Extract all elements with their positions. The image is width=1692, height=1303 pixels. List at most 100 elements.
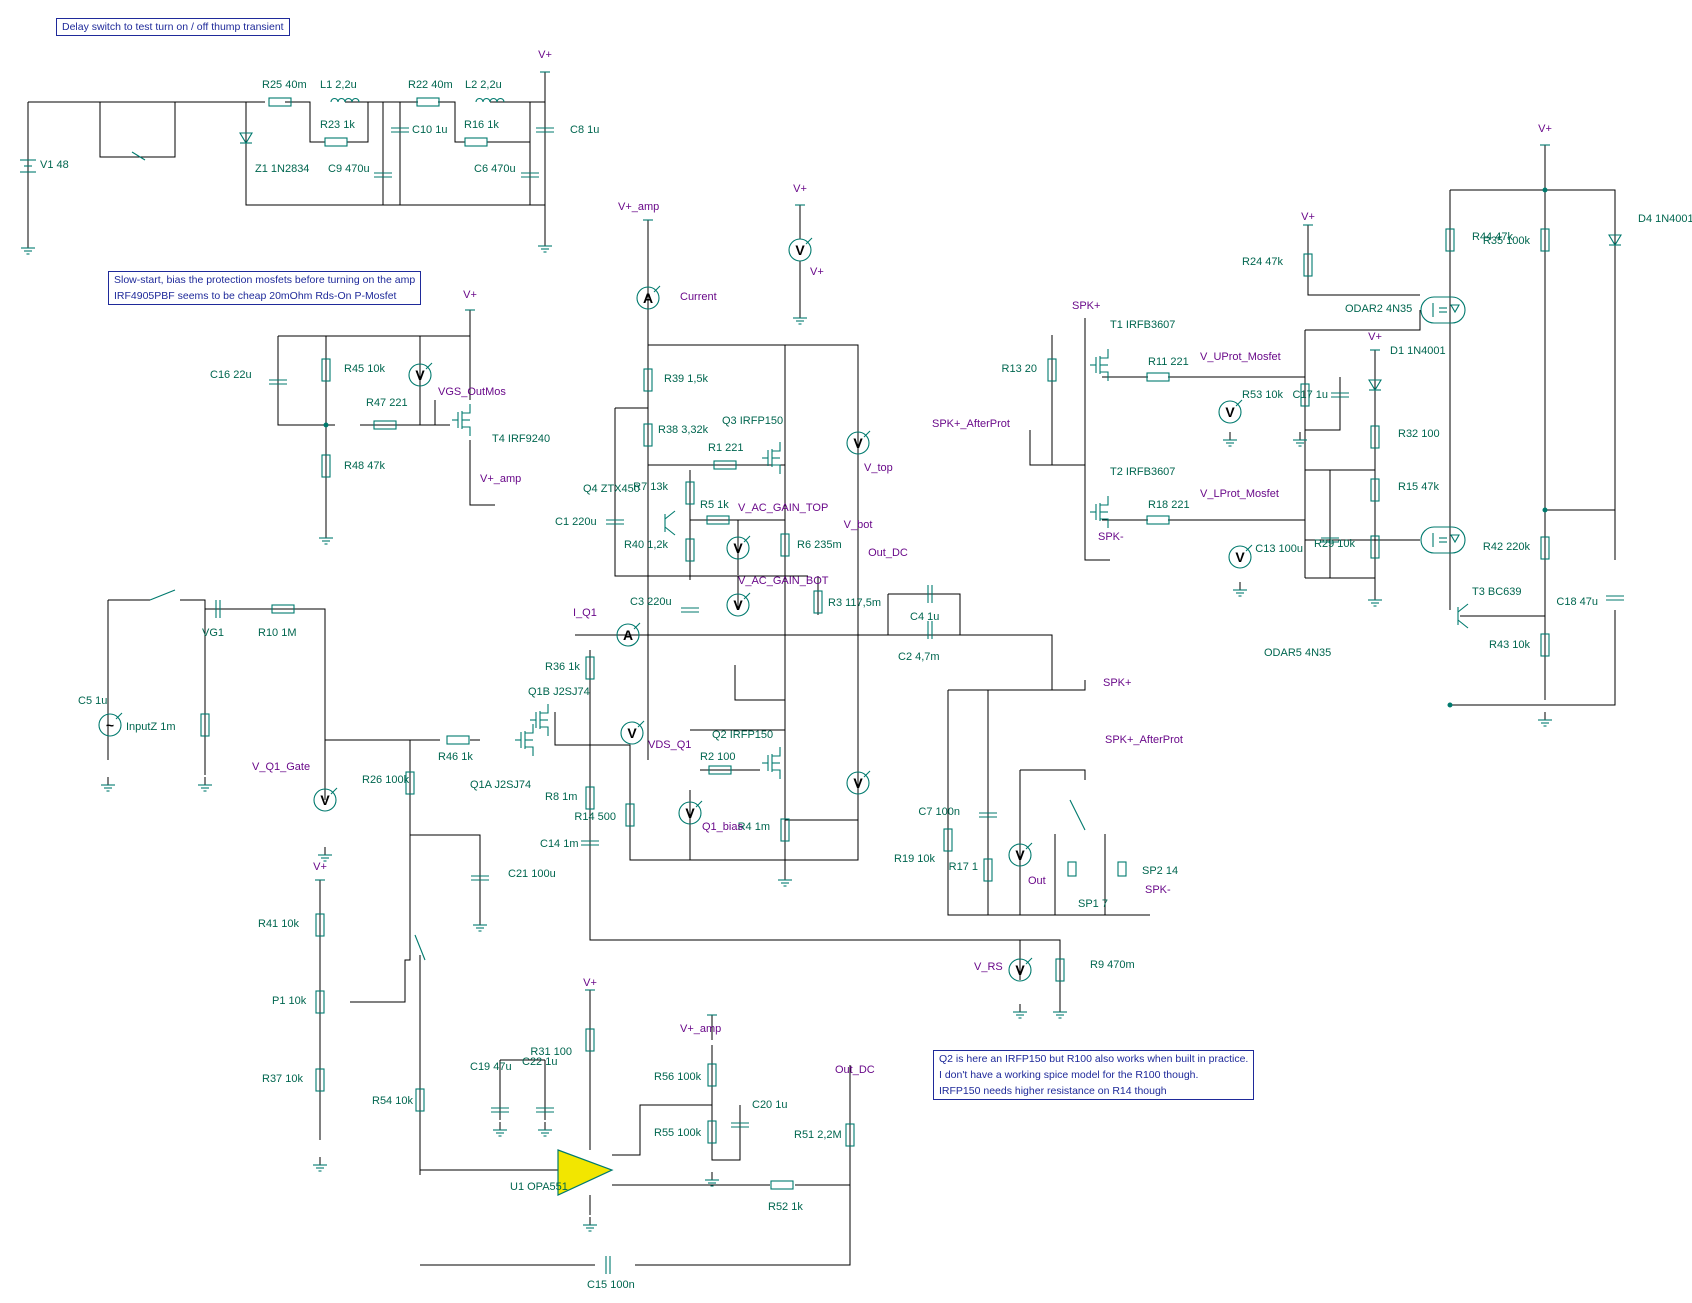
c19 <box>491 1107 509 1113</box>
spk-ap <box>1029 430 1052 466</box>
q3 <box>762 442 781 474</box>
t4-wire <box>278 310 471 337</box>
net-label: V_UProt_Mosfet <box>1200 351 1281 363</box>
q1b <box>530 704 549 736</box>
component-label: R3 117,5m <box>828 597 881 609</box>
component-label: T3 BC639 <box>1472 586 1522 598</box>
component-label: Q3 IRFP150 <box>722 415 783 427</box>
t4-wire <box>277 336 335 426</box>
r1 <box>713 460 737 470</box>
ground-symbol <box>21 240 35 255</box>
meter-symbol: A <box>643 290 653 306</box>
net-label: SPK+ <box>1072 300 1100 312</box>
relay-switch <box>414 934 426 961</box>
component-label: R15 47k <box>1398 481 1439 493</box>
meter-symbol: V <box>733 540 743 556</box>
r11 <box>1146 372 1170 382</box>
component-label: C19 47u <box>470 1061 512 1073</box>
r26 <box>405 771 415 795</box>
c16 <box>269 379 287 385</box>
component-label: R4 1m <box>738 821 770 833</box>
component-label: D4 1N4001 <box>1638 213 1692 225</box>
component-label: R45 10k <box>344 363 385 375</box>
net-label: V+ <box>583 977 597 989</box>
net-label: Out_DC <box>835 1064 875 1076</box>
net-label: V+ <box>810 266 824 278</box>
component-label: R35 100k <box>1483 235 1531 247</box>
note-delay-switch: Delay switch to test turn on / off thump… <box>56 18 290 36</box>
c1 <box>606 519 624 525</box>
component-label: C2 4,7m <box>898 651 940 663</box>
out-node <box>575 634 1053 690</box>
ground-symbol <box>1013 1004 1027 1019</box>
note-q2-line-1: Q2 is here an IRFP150 but R100 also work… <box>939 1053 1249 1065</box>
c1-wire <box>614 408 808 577</box>
net-label: V_Q1_Gate <box>252 761 310 773</box>
c20 <box>731 1122 749 1128</box>
out-fb <box>635 1184 851 1266</box>
ground-symbol <box>1538 712 1552 727</box>
ground-symbol <box>705 1172 719 1187</box>
component-label: P1 10k <box>272 995 307 1007</box>
component-label: R56 100k <box>654 1071 702 1083</box>
ground-symbol <box>1233 582 1247 597</box>
r8 <box>585 786 595 810</box>
opamp-u1 <box>557 1149 614 1196</box>
c6 <box>521 172 539 178</box>
meter-symbol: V <box>1225 404 1235 420</box>
ground-return <box>245 102 546 238</box>
voltmeter-out: V <box>1008 842 1033 867</box>
r31 <box>585 1028 595 1052</box>
supply-wire <box>487 72 546 143</box>
net-label: V+ <box>1538 123 1552 135</box>
component-label: Z1 1N2834 <box>255 163 309 175</box>
r24 <box>1307 225 1420 296</box>
vbot <box>785 760 859 861</box>
net-label: V_bot <box>844 519 873 531</box>
net-label: V_RS <box>974 961 1003 973</box>
r24 <box>1303 253 1313 277</box>
t4 <box>452 404 471 436</box>
net-label: V+ <box>313 861 327 873</box>
net-label: V_AC_GAIN_BOT <box>738 575 829 587</box>
t2-source <box>1084 505 1110 561</box>
ground-symbol <box>1223 432 1237 447</box>
component-label: C21 100u <box>508 868 556 880</box>
c13 <box>1329 470 1375 579</box>
meter-symbol: V <box>795 242 805 258</box>
net-label: V+ <box>463 289 477 301</box>
component-label: C10 1u <box>412 124 447 136</box>
c14-wire <box>589 745 600 941</box>
r53 <box>1300 383 1310 407</box>
r9 <box>1020 939 1061 1005</box>
meter-symbol: V <box>853 775 863 791</box>
net-label: V+_amp <box>480 473 521 485</box>
component-label: R53 10k <box>1242 389 1283 401</box>
t4-out <box>469 440 495 506</box>
z1 <box>239 132 253 145</box>
d1 <box>1368 379 1382 392</box>
component-label: R13 20 <box>1002 363 1037 375</box>
net-label: V+ <box>1368 331 1382 343</box>
component-label: ODAR2 4N35 <box>1345 303 1412 315</box>
c5 <box>215 600 221 618</box>
bottom-rail <box>1450 610 1616 706</box>
net-label: Out_DC <box>868 547 908 559</box>
component-label: C14 1m <box>540 838 579 850</box>
component-label: VG1 <box>202 627 224 639</box>
r43 <box>1540 633 1550 657</box>
q4 <box>664 510 676 536</box>
c17 <box>1331 392 1349 398</box>
q1-source <box>554 712 785 861</box>
component-label: R24 47k <box>1242 256 1283 268</box>
component-label: R39 1,5k <box>664 373 709 385</box>
component-label: T4 IRF9240 <box>492 433 550 445</box>
component-label: R31 100 <box>530 1046 572 1058</box>
inputz <box>271 604 295 614</box>
r4 <box>780 818 790 842</box>
delay-switch <box>131 151 146 161</box>
net-label: V+_amp <box>618 201 659 213</box>
